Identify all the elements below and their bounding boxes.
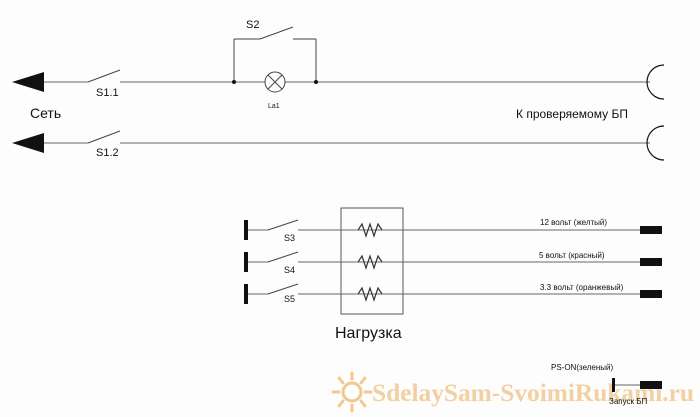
- switch-s2: [233, 26, 317, 82]
- label-s3: S3: [284, 233, 295, 243]
- label-start: Запуск БП: [609, 397, 647, 406]
- label-to-psu: К проверяемому БП: [516, 107, 628, 121]
- load-rails: [248, 229, 640, 295]
- mains-arrow-top: [12, 72, 44, 92]
- label-s1-2: S1.2: [96, 147, 119, 159]
- label-la1: La1: [268, 103, 280, 110]
- switch-s5: [267, 283, 299, 295]
- right-terminals: [640, 226, 662, 298]
- label-s5: S5: [284, 294, 295, 304]
- socket-bottom: [646, 125, 665, 161]
- label-s2: S2: [246, 19, 259, 31]
- switch-s4: [267, 251, 299, 263]
- lamp-la1: [264, 71, 286, 93]
- label-set: Сеть: [30, 105, 61, 121]
- label-5v: 5 вольт (красный): [539, 251, 605, 260]
- label-s1-1: S1.1: [96, 87, 119, 99]
- switch-s3: [267, 219, 299, 231]
- label-load: Нагрузка: [335, 325, 402, 342]
- resistor-3v3: [357, 286, 383, 302]
- junction-dots: [232, 80, 318, 84]
- left-terminals: [244, 220, 248, 304]
- sun-icon: [331, 371, 373, 413]
- label-s4: S4: [284, 265, 295, 275]
- label-ps-on: PS-ON(зеленый): [551, 363, 614, 372]
- mains-arrow-bottom: [12, 133, 44, 153]
- resistor-5v: [357, 254, 383, 270]
- label-12v: 12 вольт (желтый): [540, 218, 607, 227]
- load-box: [340, 207, 404, 315]
- label-3v3: 3.3 вольт (оранжевый): [540, 283, 624, 292]
- socket-top: [646, 64, 665, 100]
- switch-s1-1: [87, 69, 121, 83]
- switch-s1-2: [87, 130, 121, 144]
- resistor-12v: [357, 222, 383, 238]
- ps-on-switch: [612, 378, 662, 392]
